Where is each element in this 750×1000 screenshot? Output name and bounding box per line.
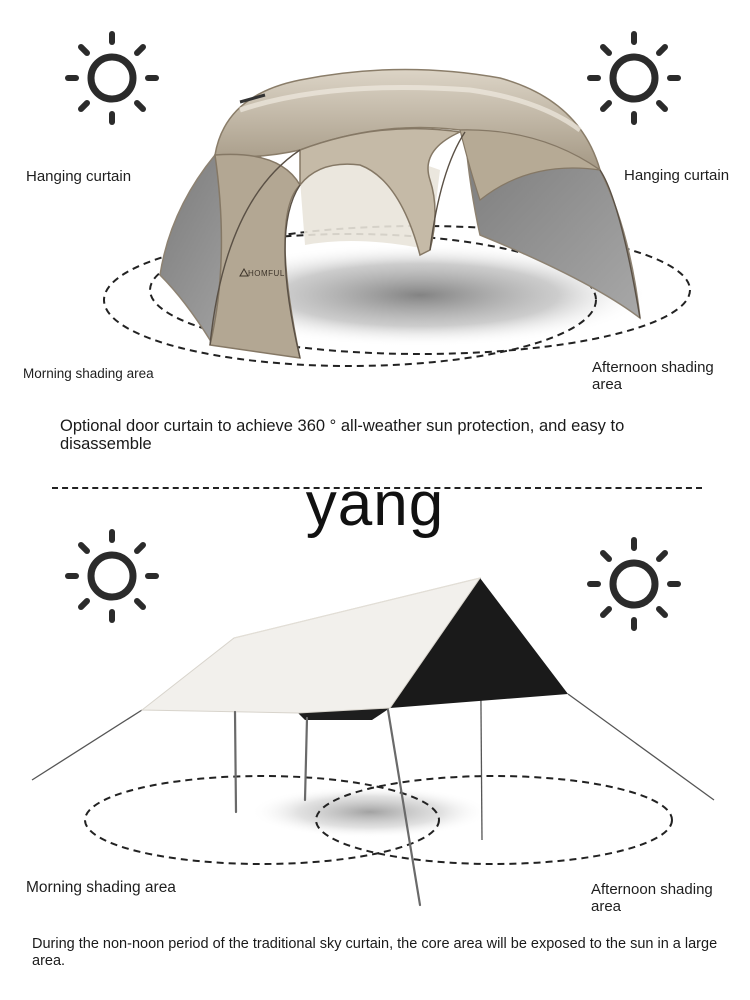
bottom-caption: During the non-noon period of the tradit… [32,936,718,969]
morning-shading-label: Morning shading area [23,366,154,381]
brand-logo-icon [239,267,249,277]
hanging-curtain-label-left: Hanging curtain [26,168,132,185]
hanging-curtain-label-right: Hanging curtain [624,167,730,184]
sun-icon [65,31,159,125]
section-divider [52,487,702,489]
tent-brand: HOMFUL [248,269,285,278]
bottom-morning-shading-label: Morning shading area [26,879,176,896]
morning-shading-ellipse [84,775,440,865]
dome-tent-illustration: HOMFUL [103,68,691,367]
afternoon-shading-ellipse [315,775,673,865]
sun-icon [65,529,159,623]
tarp-illustration [31,577,715,907]
afternoon-shading-label: Afternoon shading area [592,359,714,393]
watermark-text: yang [305,470,445,539]
sun-icon [587,31,681,125]
top-caption: Optional door curtain to achieve 360 ° a… [60,417,625,453]
bottom-afternoon-shading-label: Afternoon shading area [591,881,713,915]
afternoon-shading-ellipse [149,225,691,355]
sun-icon [587,537,681,631]
